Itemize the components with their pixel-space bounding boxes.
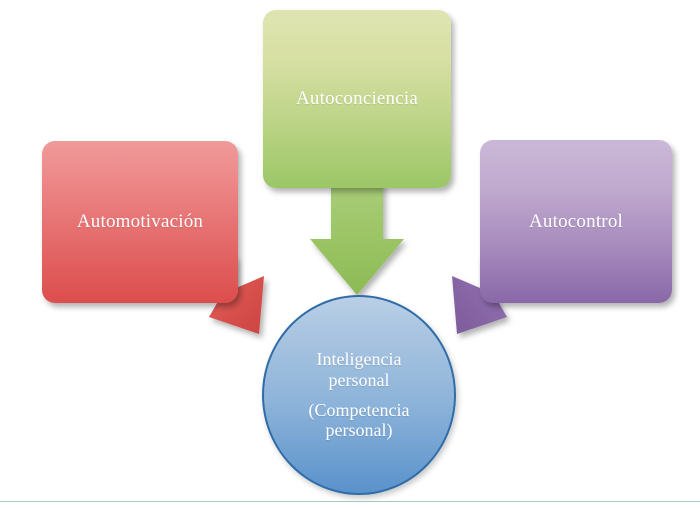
center-label-line-4: personal)	[325, 420, 393, 441]
center-label-line-1: Inteligencia	[316, 348, 402, 369]
node-autoconciencia[interactable]: Autoconciencia	[263, 10, 451, 188]
node-automotivacion[interactable]: Automotivación	[42, 141, 238, 303]
arrow-autoconciencia-to-center	[310, 182, 404, 295]
node-inteligencia-personal[interactable]: Inteligencia personal (Competencia perso…	[262, 295, 456, 495]
node-autocontrol[interactable]: Autocontrol	[480, 140, 672, 303]
node-automotivacion-label: Automotivación	[76, 211, 204, 233]
node-autocontrol-label: Autocontrol	[528, 210, 624, 232]
center-label-line-2: personal	[328, 369, 390, 390]
bottom-divider	[0, 501, 700, 502]
node-autoconciencia-label: Autoconciencia	[295, 88, 419, 110]
center-label-line-3: (Competencia	[308, 399, 410, 420]
